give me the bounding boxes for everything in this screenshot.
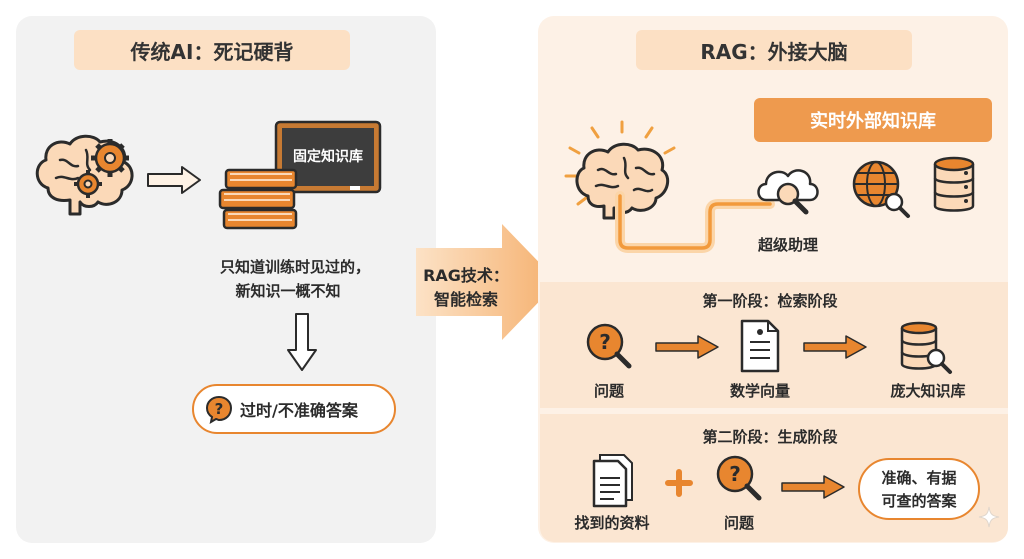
realtime-kb-banner: 实时外部知识库 [754,98,992,142]
globe-search-icon [852,160,910,218]
database-icon [933,156,975,212]
connection-line [615,191,775,253]
arrow-down-icon [287,313,317,371]
arrow-right-icon [147,166,201,194]
traditional-desc-line1: 只知道训练时见过的， [219,258,370,276]
rag-title: RAG：外接大脑 [636,30,912,70]
traditional-ai-title: 传统AI：死记硬背 [74,30,350,70]
svg-text:?: ? [599,330,611,354]
documents-icon [592,454,633,508]
svg-text:?: ? [215,400,224,418]
question-search-icon: ? [716,455,762,501]
accurate-answer-line2: 可查的答案 [881,492,957,510]
plus-icon [665,469,693,497]
brain-gears-icon [35,134,134,216]
database-search-icon [900,321,952,374]
question-search-icon: ? [586,323,632,369]
outdated-answer-label: 过时/不准确答案 [240,401,358,420]
traditional-desc-line2: 新知识一概不知 [235,282,341,300]
stage2-item-found-materials: 找到的资料 [574,514,650,532]
traditional-ai-panel [16,16,436,543]
accurate-answer-line1: 准确、有据 [881,469,957,487]
stage1-title: 第一阶段：检索阶段 [702,292,838,310]
sparkle-icon [978,506,1000,528]
cloud-search-icon [757,169,819,215]
super-assistant-label: 超级助理 [757,236,818,254]
outdated-answer-badge: ? 过时/不准确答案 [192,384,396,434]
chalkboard-icon [274,120,382,194]
books-icon [218,168,298,230]
vector-document-icon [740,319,780,373]
glowing-brain-icon [564,120,676,220]
question-icon: ? [205,395,233,425]
rag-tech-line2: 智能检索 [433,290,498,309]
rag-tech-line1: RAG技术： [423,266,509,285]
svg-text:?: ? [729,462,741,486]
arrow-right-icon [655,335,719,359]
board-label: 固定知识库 [293,149,363,165]
stage2-title: 第二阶段：生成阶段 [702,428,838,446]
stage1-item-vector: 数学向量 [729,382,790,400]
stage1-item-question: 问题 [593,382,624,400]
stage2-item-question: 问题 [723,514,754,532]
rag-transition-arrow [416,224,558,340]
arrow-right-icon [781,475,845,499]
stage1-item-kb: 庞大知识库 [890,382,966,400]
arrow-right-icon [803,335,867,359]
accurate-answer-badge [858,458,980,520]
